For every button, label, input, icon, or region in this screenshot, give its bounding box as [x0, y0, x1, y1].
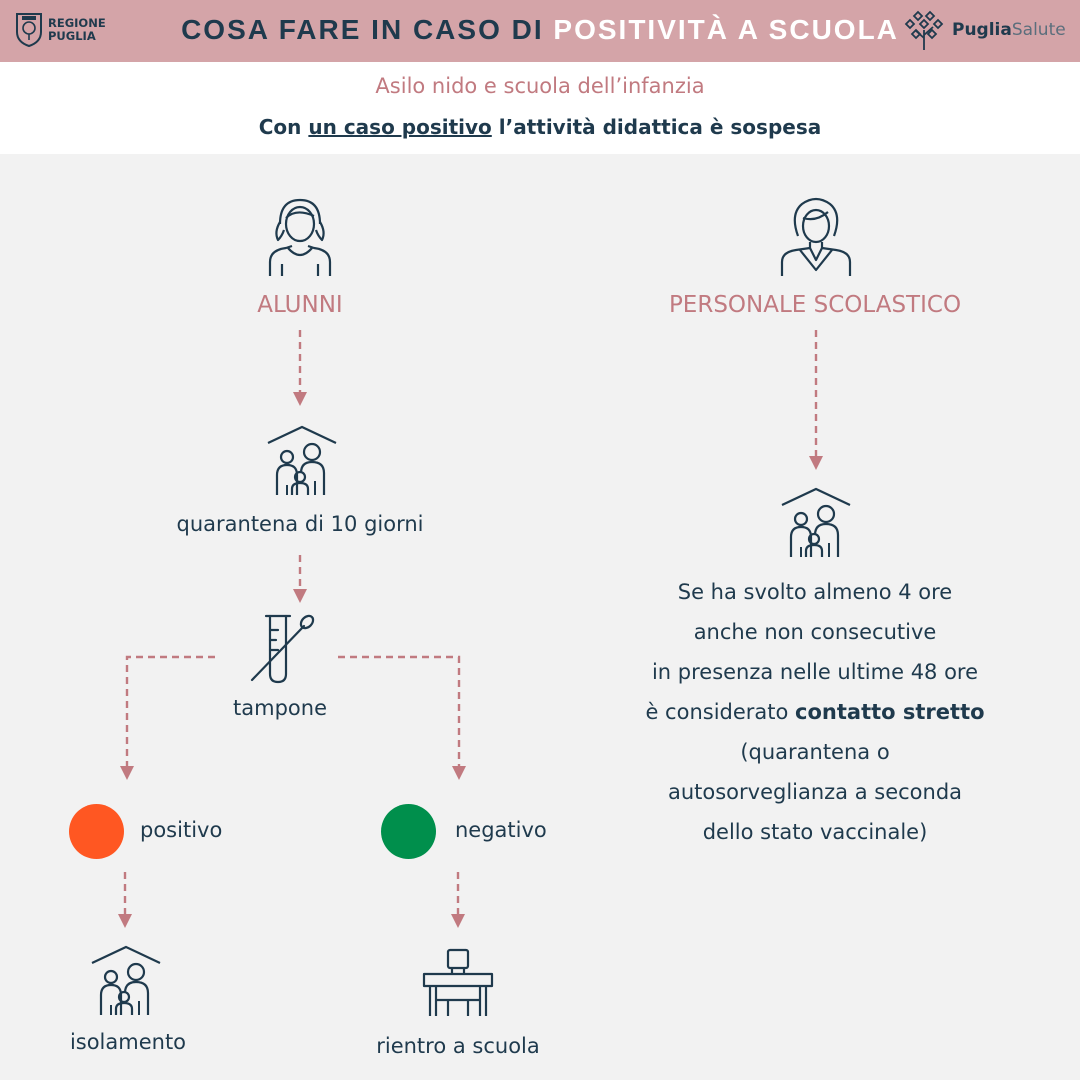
child-icon — [268, 198, 332, 276]
arrow-positive-to-isolation — [118, 872, 132, 928]
arrow-alunni-to-quarantine — [293, 330, 307, 406]
quarantine-label: quarantena di 10 giorni — [176, 512, 424, 536]
title-part-2: POSITIVITÀ A SCUOLA — [553, 14, 899, 45]
subtitle: Asilo nido e scuola dell’infanzia — [375, 74, 705, 98]
test-label: tampone — [233, 696, 327, 720]
staff-home-icon — [780, 487, 852, 559]
shield-icon — [16, 13, 42, 48]
tree-icon — [904, 10, 944, 50]
arrow-test-to-positive — [120, 655, 215, 780]
staff-line-4-prefix: è considerato — [645, 700, 796, 724]
negative-label: negativo — [455, 818, 547, 842]
logo-line-1: REGIONE — [48, 16, 106, 30]
staff-line-5: (quarantena o — [740, 740, 890, 764]
staff-heading: PERSONALE SCOLASTICO — [668, 292, 962, 318]
title-part-1: COSA FARE IN CASO DI — [181, 14, 554, 45]
logo-bold-text: Puglia — [952, 20, 1012, 40]
alunni-heading: ALUNNI — [257, 292, 343, 318]
teacher-icon — [780, 197, 852, 276]
regione-puglia-logo: REGIONE PUGLIA — [14, 8, 114, 54]
logo-line-2: PUGLIA — [48, 29, 96, 43]
swab-test-icon — [250, 614, 315, 684]
negative-dot-icon — [381, 804, 436, 859]
isolation-home-icon — [90, 945, 162, 1017]
staff-line-1: Se ha svolto almeno 4 ore — [677, 580, 953, 604]
staff-line-2: anche non consecutive — [693, 620, 937, 644]
staff-line-7: dello stato vaccinale) — [702, 820, 928, 844]
positive-label: positivo — [140, 818, 223, 842]
school-desk-icon — [422, 948, 494, 1016]
arrow-negative-to-school — [451, 872, 465, 928]
arrow-test-to-negative — [338, 655, 466, 780]
header-bar: REGIONE PUGLIA COSA FARE IN CASO DI POSI… — [0, 0, 1080, 62]
close-contact-term: contatto stretto — [795, 700, 985, 724]
staff-line-6: autosorveglianza a seconda — [667, 780, 963, 804]
staff-line-4: è considerato contatto stretto — [610, 692, 1020, 732]
rule-suffix: l’attività didattica è sospesa — [491, 115, 822, 139]
positive-dot-icon — [69, 804, 124, 859]
arrow-staff-to-home — [809, 330, 823, 470]
subheader-panel: Asilo nido e scuola dell’infanzia Con un… — [0, 62, 1080, 154]
isolation-label: isolamento — [69, 1030, 187, 1054]
logo-light-text: Salute — [1011, 20, 1066, 40]
staff-explanation: Se ha svolto almeno 4 ore anche non cons… — [610, 572, 1020, 852]
main-rule: Con un caso positivo l’attività didattic… — [0, 115, 1080, 139]
school-return-label: rientro a scuola — [376, 1034, 540, 1058]
page-title: COSA FARE IN CASO DI POSITIVITÀ A SCUOLA — [0, 14, 1080, 46]
staff-line-3: in presenza nelle ultime 48 ore — [651, 660, 979, 684]
family-home-icon — [266, 425, 338, 497]
arrow-quarantine-to-test — [293, 555, 307, 603]
rule-underlined: un caso positivo — [308, 115, 492, 139]
rule-prefix: Con — [258, 115, 309, 139]
puglia-salute-logo: PugliaSalute — [902, 8, 1072, 54]
